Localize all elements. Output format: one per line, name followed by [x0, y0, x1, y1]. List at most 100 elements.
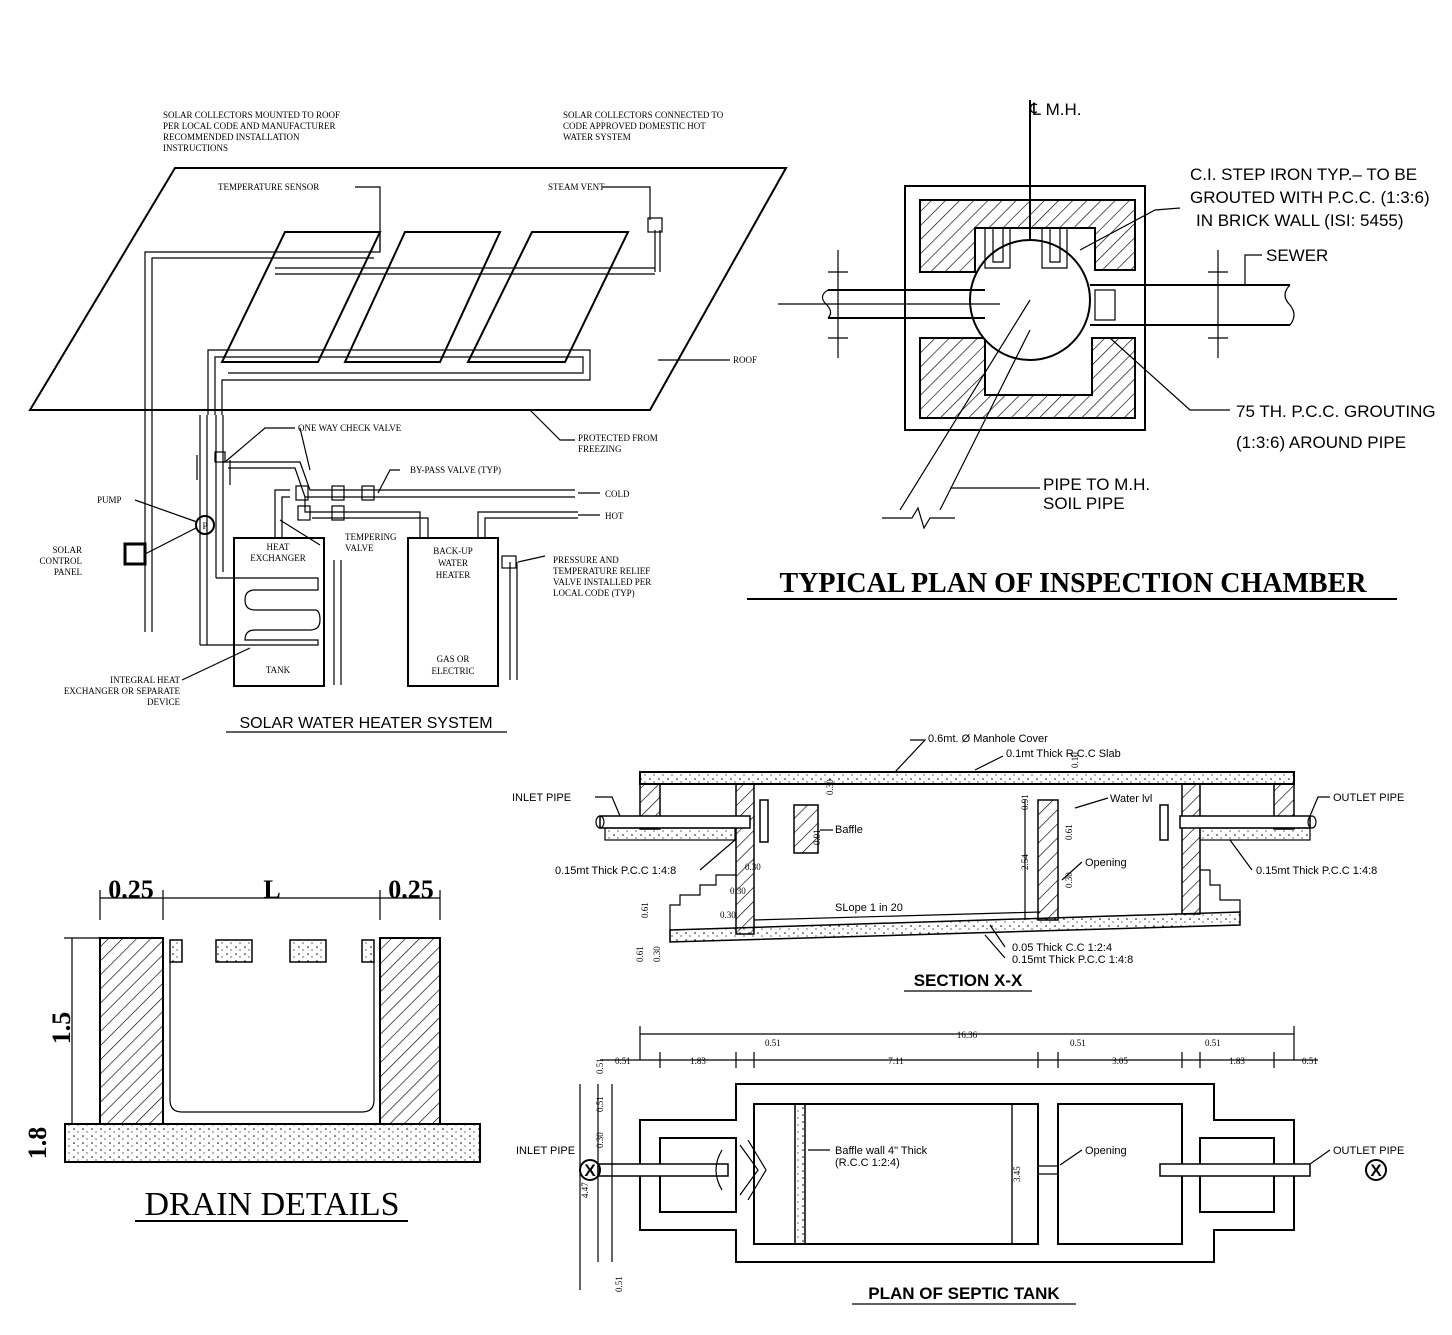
label-sewer: SEWER [1266, 246, 1328, 265]
solar-title: SOLAR WATER HEATER SYSTEM [239, 715, 492, 732]
backup-water-heater [407, 537, 499, 687]
svg-text:1.83: 1.83 [1229, 1056, 1245, 1066]
svg-text:X: X [1370, 1161, 1382, 1180]
solar-control-panel-box [123, 542, 147, 566]
rcc-slab [639, 771, 1295, 785]
svg-text:CONTROL: CONTROL [40, 556, 83, 566]
svg-text:TEMPERATURE RELIEF: TEMPERATURE RELIEF [553, 566, 650, 576]
label-heat-exchanger: HEAT [267, 542, 290, 552]
drain-dim-mid: L [263, 875, 280, 904]
drain-dim-base: 1.8 [23, 1127, 52, 1160]
svg-text:1.83: 1.83 [690, 1056, 706, 1066]
label-gas-electric: GAS OR [437, 654, 470, 664]
label-manhole-cover: 0.6mt. Ø Manhole Cover [928, 733, 1048, 745]
svg-text:0.51: 0.51 [765, 1038, 781, 1048]
svg-text:3.05: 3.05 [1112, 1056, 1128, 1066]
svg-text:WATER: WATER [438, 558, 468, 568]
label-bypass-valve: BY-PASS VALVE (TYP) [410, 465, 501, 475]
label-hot: HOT [605, 511, 624, 521]
svg-text:0.10: 0.10 [1070, 752, 1080, 768]
svg-text:0.51: 0.51 [1302, 1056, 1318, 1066]
pump-symbol [195, 515, 215, 535]
label-tempering-valve: TEMPERING [345, 532, 397, 542]
inspection-chamber-diagram: ℄ M.H. C.I. STEP IRON TYP.– TO BE GROUTE… [747, 100, 1436, 600]
solar-water-heater-diagram: P [28, 110, 788, 733]
svg-text:0.30: 0.30 [595, 1132, 605, 1148]
svg-text:0.61: 0.61 [640, 902, 650, 918]
label-water-level: Water lvl [1110, 793, 1152, 805]
svg-text:SOIL PIPE: SOIL PIPE [1043, 494, 1125, 513]
label-slope: SLope 1 in 20 [835, 902, 903, 914]
label-baffle: Baffle [835, 824, 863, 836]
svg-text:LOCAL CODE (TYP): LOCAL CODE (TYP) [553, 588, 635, 598]
svg-text:SOLAR COLLECTORS CONNECTED TO: SOLAR COLLECTORS CONNECTED TO [563, 110, 724, 120]
svg-text:16.36: 16.36 [957, 1030, 978, 1040]
svg-text:HEATER: HEATER [436, 570, 471, 580]
label-pcc-bottom: 0.15mt Thick P.C.C 1:4:8 [1012, 954, 1133, 966]
septic-title: PLAN OF SEPTIC TANK [868, 1284, 1060, 1303]
chamber-outer [904, 185, 1146, 431]
svg-text:EXCHANGER: EXCHANGER [250, 553, 306, 563]
label-pcc-left: 0.15mt Thick P.C.C 1:4:8 [555, 865, 676, 877]
svg-text:FREEZING: FREEZING [578, 444, 622, 454]
drain-title: DRAIN DETAILS [144, 1186, 399, 1223]
svg-text:GROUTED WITH P.C.C. (1:3:6): GROUTED WITH P.C.C. (1:3:6) [1190, 188, 1430, 207]
septic-tank-plan-diagram: 16.36 0.51 1.83 0.51 7.11 0.51 3.05 0.51… [516, 1026, 1404, 1305]
svg-text:0.30: 0.30 [720, 910, 736, 920]
svg-text:0.30: 0.30 [1064, 872, 1074, 888]
svg-text:RECOMMENDED INSTALLATION: RECOMMENDED INSTALLATION [163, 132, 300, 142]
pump-symbol-label: P [202, 521, 207, 531]
label-rcc-slab: 0.1mt Thick R.C.C Slab [1006, 748, 1121, 760]
svg-text:CODE APPROVED DOMESTIC HOT: CODE APPROVED DOMESTIC HOT [563, 121, 706, 131]
label-integral-heat-exchanger: INTEGRAL HEAT EXCHANGER OR SEPARATE DEVI… [64, 675, 181, 707]
drain-base [64, 1123, 481, 1163]
label-section-inlet: INLET PIPE [512, 792, 571, 804]
svg-text:0.51: 0.51 [1070, 1038, 1086, 1048]
label-cl-mh: ℄ M.H. [1029, 100, 1082, 119]
svg-text:SOLAR: SOLAR [52, 545, 82, 555]
svg-text:PER LOCAL CODE AND MANUFACTURE: PER LOCAL CODE AND MANUFACTURER [163, 121, 336, 131]
label-pipe-to-mh: PIPE TO M.H. [1043, 475, 1150, 494]
drain-dim-right: 0.25 [388, 875, 434, 904]
label-steam-vent: STEAM VENT [548, 182, 605, 192]
svg-text:EXCHANGER OR SEPARATE: EXCHANGER OR SEPARATE [64, 686, 181, 696]
label-check-valve: ONE WAY CHECK VALVE [298, 423, 402, 433]
label-cc-thick: 0.05 Thick C.C 1:2:4 [1012, 942, 1112, 954]
label-cold: COLD [605, 489, 630, 499]
label-section-opening: Opening [1085, 857, 1127, 869]
svg-text:PRESSURE AND: PRESSURE AND [553, 555, 619, 565]
label-plan-outlet: OUTLET PIPE [1333, 1145, 1404, 1157]
svg-text:DEVICE: DEVICE [147, 697, 180, 707]
svg-text:WATER SYSTEM: WATER SYSTEM [563, 132, 631, 142]
svg-text:0.30: 0.30 [745, 862, 761, 872]
label-plan-opening: Opening [1085, 1145, 1127, 1157]
svg-text:BACK-UP: BACK-UP [433, 546, 473, 556]
label-tank: TANK [266, 665, 291, 675]
section-mark-right [1365, 1159, 1387, 1181]
label-step-iron: C.I. STEP IRON TYP.– TO BE [1190, 165, 1417, 184]
svg-text:SOLAR COLLECTORS MOUNTED TO RO: SOLAR COLLECTORS MOUNTED TO ROOF [163, 110, 340, 120]
svg-text:0.30: 0.30 [652, 946, 662, 962]
label-solar-control-panel: SOLAR CONTROL PANEL [40, 545, 83, 577]
svg-text:INTEGRAL HEAT: INTEGRAL HEAT [110, 675, 180, 685]
label-baffle-wall: Baffle wall 4" Thick [835, 1145, 928, 1157]
septic-outline [639, 1083, 1295, 1263]
drain-dim-height: 1.5 [47, 1012, 76, 1045]
svg-text:X: X [584, 1161, 596, 1180]
section-xx-diagram: 0.6mt. Ø Manhole Cover 0.1mt Thick R.C.C… [512, 733, 1404, 992]
label-pcc-grouting: 75 TH. P.C.C. GROUTING [1236, 402, 1436, 421]
svg-text:0.61: 0.61 [1064, 824, 1074, 840]
label-protected-freezing: PROTECTED FROM [578, 433, 658, 443]
svg-text:VALVE: VALVE [345, 543, 374, 553]
section-title: SECTION X-X [914, 971, 1023, 990]
drain-details-diagram: 0.25 L 0.25 1.5 1.8 DRAIN DETAILS [23, 875, 481, 1223]
label-temperature-sensor: TEMPERATURE SENSOR [218, 182, 319, 192]
svg-text:IN BRICK WALL (ISI: 5455): IN BRICK WALL (ISI: 5455) [1196, 211, 1404, 230]
svg-text:0.51: 0.51 [1205, 1038, 1221, 1048]
svg-text:0.51: 0.51 [615, 1056, 631, 1066]
label-backup-heater: BACK-UP WATER HEATER [433, 546, 473, 580]
label-section-outlet: OUTLET PIPE [1333, 792, 1404, 804]
label-pcc-right: 0.15mt Thick P.C.C 1:4:8 [1256, 865, 1377, 877]
roof-outline [28, 167, 788, 411]
inspection-title: TYPICAL PLAN OF INSPECTION CHAMBER [779, 568, 1367, 599]
